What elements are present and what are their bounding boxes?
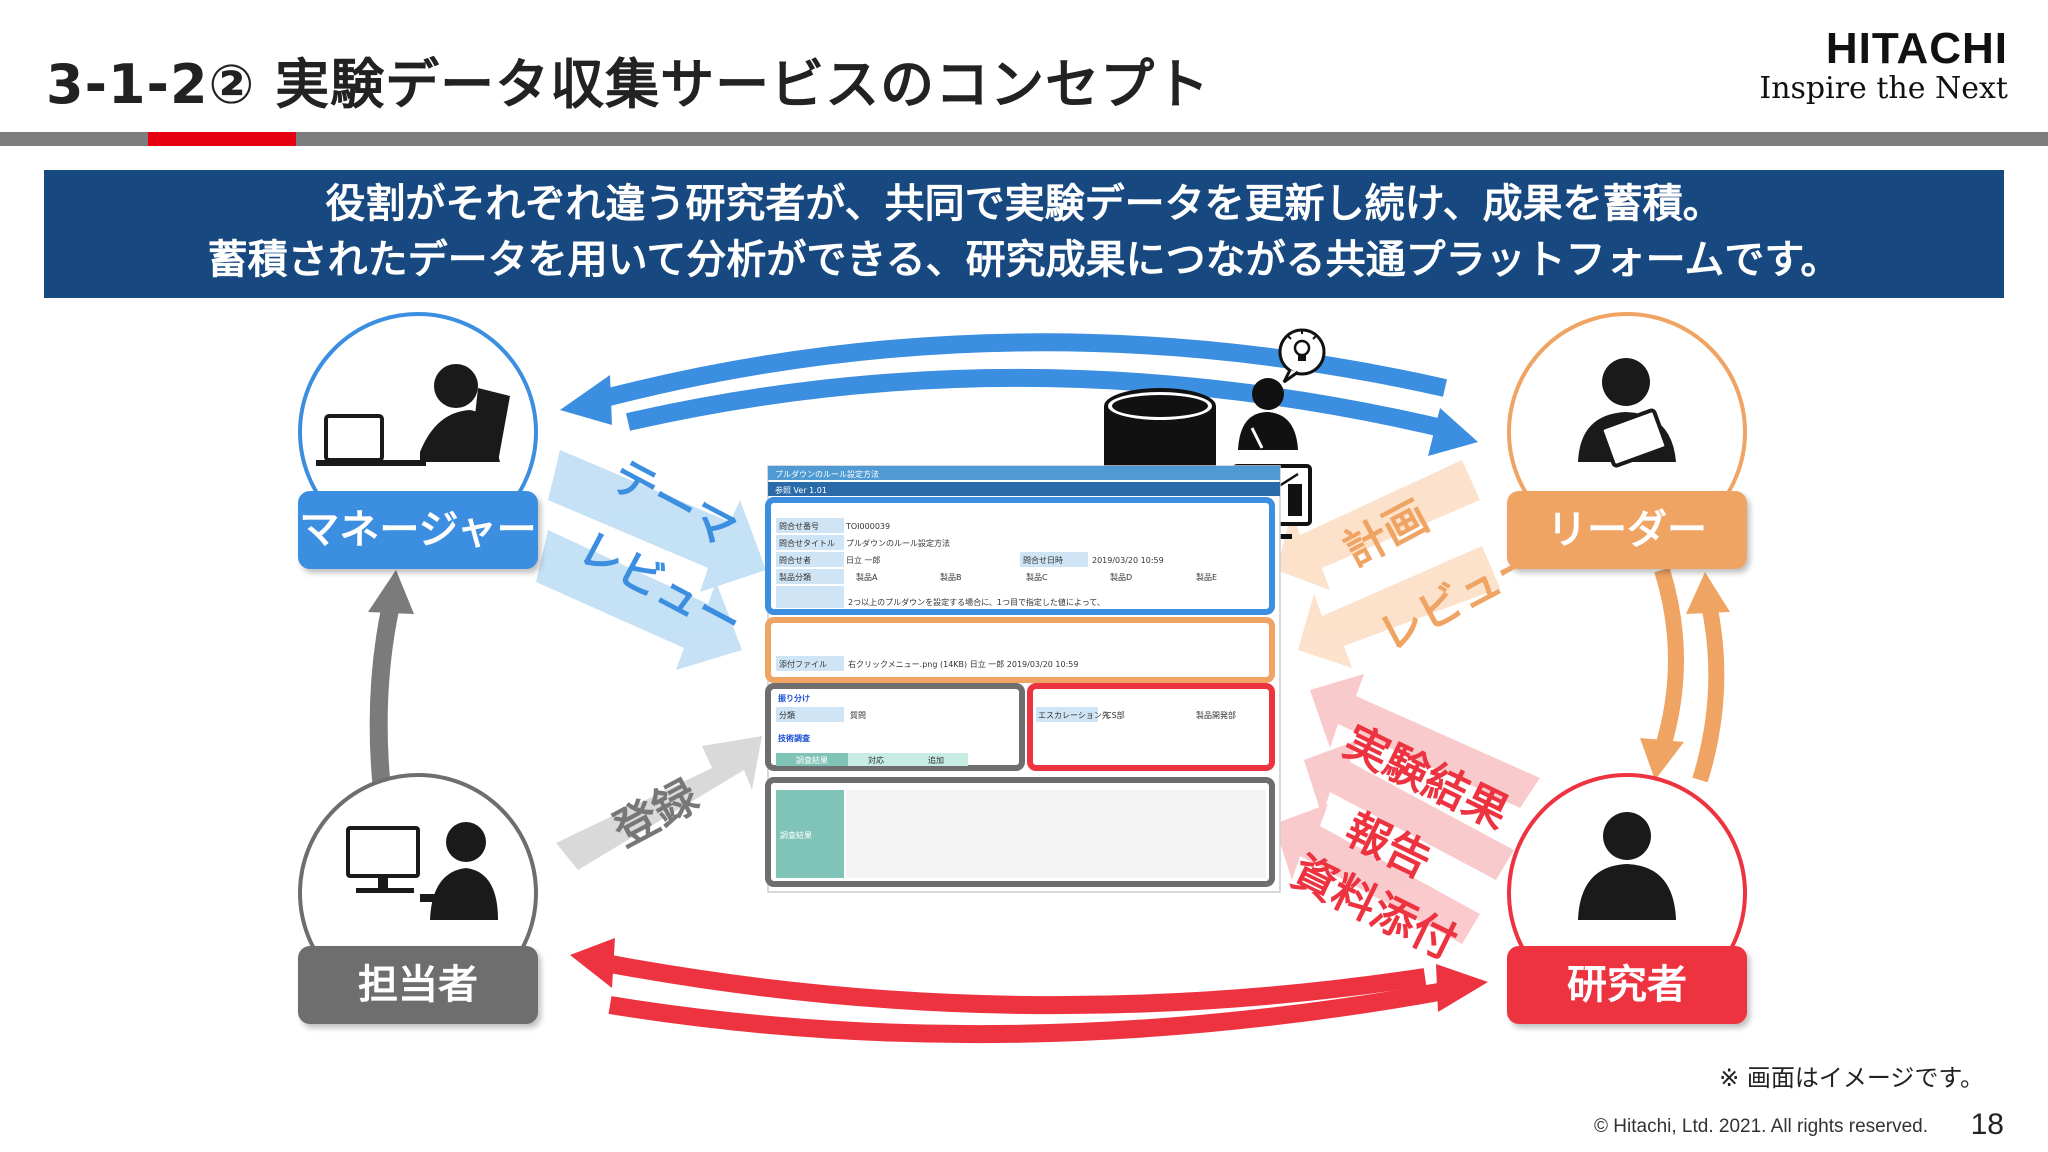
screen-tab-1: 対応 <box>868 755 884 765</box>
screen-category-2: 製品D <box>1110 572 1132 582</box>
page-title: 3-1-2② 実験データ収集サービスのコンセプト <box>46 53 1211 116</box>
manager-input-arrows <box>536 450 766 670</box>
image-note: ※ 画面はイメージです。 <box>1719 1064 1984 1092</box>
screen-row-value-3: 製品A <box>856 572 878 582</box>
screen-row-value-0: TOI000039 <box>845 522 890 531</box>
screen-escalation-value: CS部 <box>1106 710 1125 720</box>
leader-researcher-arrows <box>1640 567 1730 783</box>
banner-line-2: 蓄積されたデータを用いて分析ができる、研究成果につながる共通プラットフォームです… <box>207 237 1841 283</box>
leader-tablet-user-icon <box>1578 358 1676 468</box>
screen-window-title: プルダウンのルール設定方法 <box>775 469 879 479</box>
screen-row-value-2: 日立 一郎 <box>846 555 881 565</box>
screen-tab-0: 調査結果 <box>796 755 828 765</box>
manager-leader-arrows <box>560 333 1478 456</box>
role-researcher: 研究者 <box>1507 946 1747 1024</box>
copyright: © Hitachi, Ltd. 2021. All rights reserve… <box>1594 1116 1928 1137</box>
summary-banner: 役割がそれぞれ違う研究者が、共同で実験データを更新し続け、成果を蓄積。 蓄積され… <box>44 170 2004 298</box>
screen-section-investigation: 技術調査 <box>778 733 811 743</box>
header-rule-accent <box>148 132 296 146</box>
researcher-user-icon <box>1578 812 1676 920</box>
screen-escalation-value-2: 製品開発部 <box>1196 710 1236 720</box>
screen-attach-value: 右クリックメニュー.png (14KB) 日立 一郎 2019/03/20 10… <box>848 659 1078 669</box>
screen-category-1: 製品C <box>1026 572 1048 582</box>
manager-laptop-user-icon <box>316 364 510 466</box>
screen-category-0: 製品B <box>940 572 962 582</box>
staff-input-arrow <box>556 736 762 870</box>
header-rule <box>0 132 2048 146</box>
staff-researcher-arrows <box>570 938 1488 1044</box>
screen-row-label-0: 問合せ番号 <box>779 521 819 531</box>
screen-row-value-1: プルダウンのルール設定方法 <box>846 538 950 548</box>
screen-class-label: 分類 <box>779 710 795 720</box>
page-number: 18 <box>1970 1108 2004 1141</box>
researcher-input-arrows <box>1274 674 1540 944</box>
screen-row-label-3: 製品分類 <box>779 572 811 582</box>
screen-tab-2: 追加 <box>928 755 944 765</box>
logo-main-text: HITACHI <box>1825 24 2008 73</box>
screen-category-3: 製品E <box>1196 572 1217 582</box>
screen-date-label: 問合せ日時 <box>1023 555 1063 565</box>
screen-attach-label: 添付ファイル <box>779 659 827 669</box>
screen-row-label-1: 問合せタイトル <box>779 538 835 548</box>
screen-version: 参照 Ver 1.01 <box>775 485 827 495</box>
role-leader: リーダー <box>1507 491 1747 569</box>
screen-result-label: 調査結果 <box>780 830 812 840</box>
staff-pc-user-icon <box>346 822 498 920</box>
leader-input-arrows <box>1276 460 1500 668</box>
screen-class-value: 質問 <box>850 710 866 720</box>
analyst-user-icon <box>1238 378 1298 450</box>
screen-row-label-2: 問合せ者 <box>779 555 811 565</box>
idea-bulb-icon <box>1278 328 1326 384</box>
app-screen-mock: プルダウンのルール設定方法 参照 Ver 1.01 問合せ番号 TOI00003… <box>765 465 1281 893</box>
screen-section-assign: 振り分け <box>778 693 810 703</box>
screen-escalation-label: エスカレーション先 <box>1038 710 1110 720</box>
banner-line-1: 役割がそれぞれ違う研究者が、共同で実験データを更新し続け、成果を蓄積。 <box>325 181 1723 227</box>
role-manager: マネージャー <box>298 491 538 569</box>
hitachi-logo: HITACHI Inspire the Next <box>1759 26 2008 106</box>
role-staff: 担当者 <box>298 946 538 1024</box>
logo-tagline: Inspire the Next <box>1759 71 2008 106</box>
screen-date-value: 2019/03/20 10:59 <box>1092 556 1164 565</box>
screen-body-text: 2つ以上のプルダウンを設定する場合に、1つ目で指定した値によって、 <box>848 597 1105 607</box>
staff-manager-arrow <box>368 570 414 791</box>
